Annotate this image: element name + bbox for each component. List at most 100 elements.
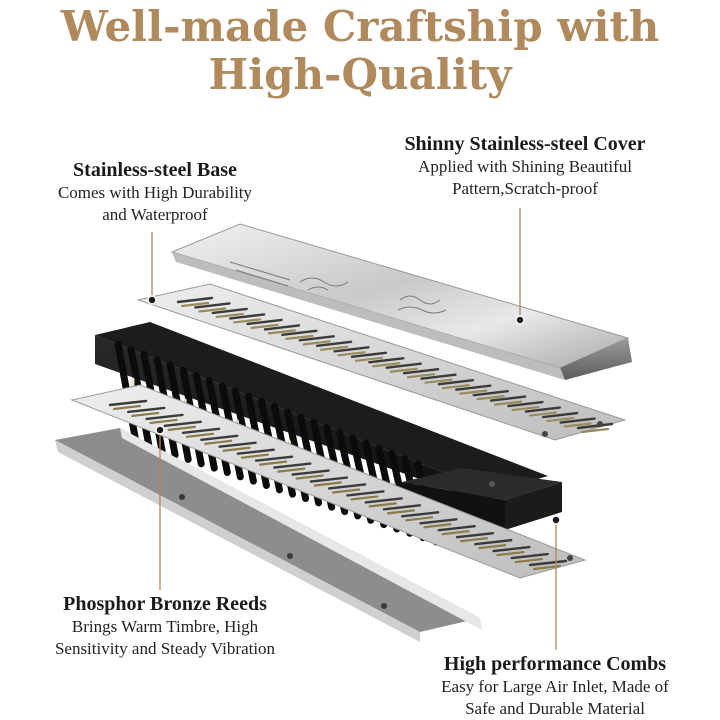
headline-line-2: High-Quality bbox=[208, 50, 512, 99]
reed bbox=[320, 345, 349, 351]
reed bbox=[233, 318, 262, 324]
reed bbox=[459, 537, 489, 543]
callout-title: Stainless-steel Base bbox=[73, 159, 237, 181]
callout-stainless-steel-base: Stainless-steel Base Comes with High Dur… bbox=[30, 158, 280, 226]
reed bbox=[496, 550, 525, 557]
reed bbox=[131, 411, 160, 418]
reed bbox=[185, 432, 215, 438]
upper-reed-slots bbox=[176, 296, 614, 434]
reed bbox=[267, 329, 297, 335]
callout-title: Phosphor Bronze Reeds bbox=[63, 593, 267, 615]
reed bbox=[423, 523, 452, 529]
reed bbox=[563, 422, 592, 428]
callout-desc-line-2: and Waterproof bbox=[102, 205, 208, 224]
reed bbox=[511, 405, 540, 412]
callout-stainless-steel-cover: Shinny Stainless-steel Cover Applied wit… bbox=[360, 132, 690, 200]
reed-slot bbox=[281, 329, 318, 337]
reed-slot bbox=[309, 476, 349, 483]
comb-hole bbox=[489, 481, 495, 487]
reed bbox=[258, 460, 288, 466]
reed bbox=[368, 502, 397, 508]
leader-cover-dot bbox=[515, 315, 525, 325]
callout-desc-line-1: Brings Warm Timbre, High bbox=[71, 617, 259, 636]
reed-slot bbox=[472, 389, 509, 397]
reed-slot bbox=[492, 545, 531, 553]
reed bbox=[337, 351, 366, 357]
reed-slot bbox=[211, 307, 248, 315]
reed-slot bbox=[474, 538, 513, 546]
reed-slot bbox=[382, 504, 422, 511]
reed-slot bbox=[194, 302, 231, 309]
reed bbox=[313, 481, 342, 487]
reed-slot bbox=[576, 422, 614, 430]
reed bbox=[149, 418, 178, 425]
top-cover bbox=[170, 223, 632, 380]
upper-reed-plate bbox=[136, 283, 627, 441]
reed bbox=[295, 474, 324, 480]
reed-slot bbox=[542, 411, 579, 419]
leader-lines bbox=[147, 208, 561, 650]
reed bbox=[372, 362, 401, 368]
leader-base-dot bbox=[147, 295, 157, 305]
reed bbox=[424, 378, 453, 384]
reed-slot bbox=[236, 448, 276, 455]
reed-slot bbox=[254, 455, 294, 462]
reed-slot bbox=[181, 427, 221, 435]
reed-slot bbox=[327, 483, 367, 490]
callout-desc-line-1: Easy for Large Air Inlet, Made of bbox=[441, 677, 669, 696]
reed-slot bbox=[420, 373, 457, 380]
callout-high-performance-combs: High performance Combs Easy for Large Ai… bbox=[405, 652, 705, 720]
reed bbox=[240, 453, 269, 459]
rivet bbox=[597, 421, 603, 427]
reed-slot bbox=[510, 552, 549, 560]
reed-slot bbox=[385, 362, 422, 369]
reed bbox=[441, 384, 470, 390]
reed-slot bbox=[437, 378, 475, 386]
leader-combs-dot bbox=[551, 515, 561, 525]
reed-slot bbox=[507, 400, 544, 408]
callout-title: High performance Combs bbox=[443, 653, 667, 675]
reed bbox=[405, 516, 434, 522]
reed-slot bbox=[200, 434, 239, 441]
reed bbox=[277, 467, 306, 473]
reed bbox=[198, 307, 227, 313]
reed bbox=[514, 557, 543, 564]
rivet bbox=[542, 431, 548, 437]
callout-title: Shinny Stainless-steel Cover bbox=[404, 133, 646, 155]
reed-slot bbox=[228, 313, 266, 320]
reed-slot bbox=[291, 469, 330, 476]
reed bbox=[215, 312, 244, 319]
reed bbox=[528, 411, 557, 417]
reed-slot bbox=[273, 462, 312, 469]
reed-slot bbox=[176, 296, 214, 304]
lower-reed-plate bbox=[70, 384, 587, 579]
reed-slot bbox=[298, 335, 335, 342]
callout-desc-line-1: Applied with Shining Beautiful bbox=[418, 157, 632, 176]
reed-slot bbox=[364, 497, 403, 504]
reed-slot bbox=[163, 420, 202, 428]
reed bbox=[546, 416, 575, 423]
reed-slot bbox=[524, 406, 562, 413]
reed-slot bbox=[350, 351, 388, 358]
reed bbox=[285, 334, 314, 340]
reed-slot bbox=[346, 490, 385, 497]
callout-desc-line-2: Safe and Durable Material bbox=[465, 699, 645, 718]
leader-reeds-dot bbox=[155, 425, 165, 435]
callout-phosphor-bronze-reeds: Phosphor Bronze Reeds Brings Warm Timbre… bbox=[20, 592, 310, 660]
reed bbox=[386, 509, 416, 515]
rivet bbox=[567, 555, 573, 561]
reed-slot bbox=[218, 441, 257, 448]
reed bbox=[167, 425, 196, 431]
reed bbox=[354, 356, 384, 362]
reed-slot bbox=[419, 518, 458, 525]
base-cover bbox=[55, 428, 482, 642]
base-rivets bbox=[179, 494, 387, 609]
reed-slot bbox=[400, 511, 440, 518]
reed bbox=[180, 301, 210, 308]
reed bbox=[389, 367, 418, 373]
reed-slot bbox=[145, 413, 184, 421]
reed-slot bbox=[127, 406, 166, 414]
callout-desc-line-1: Comes with High Durability bbox=[57, 183, 253, 202]
reed-slot bbox=[437, 525, 476, 532]
